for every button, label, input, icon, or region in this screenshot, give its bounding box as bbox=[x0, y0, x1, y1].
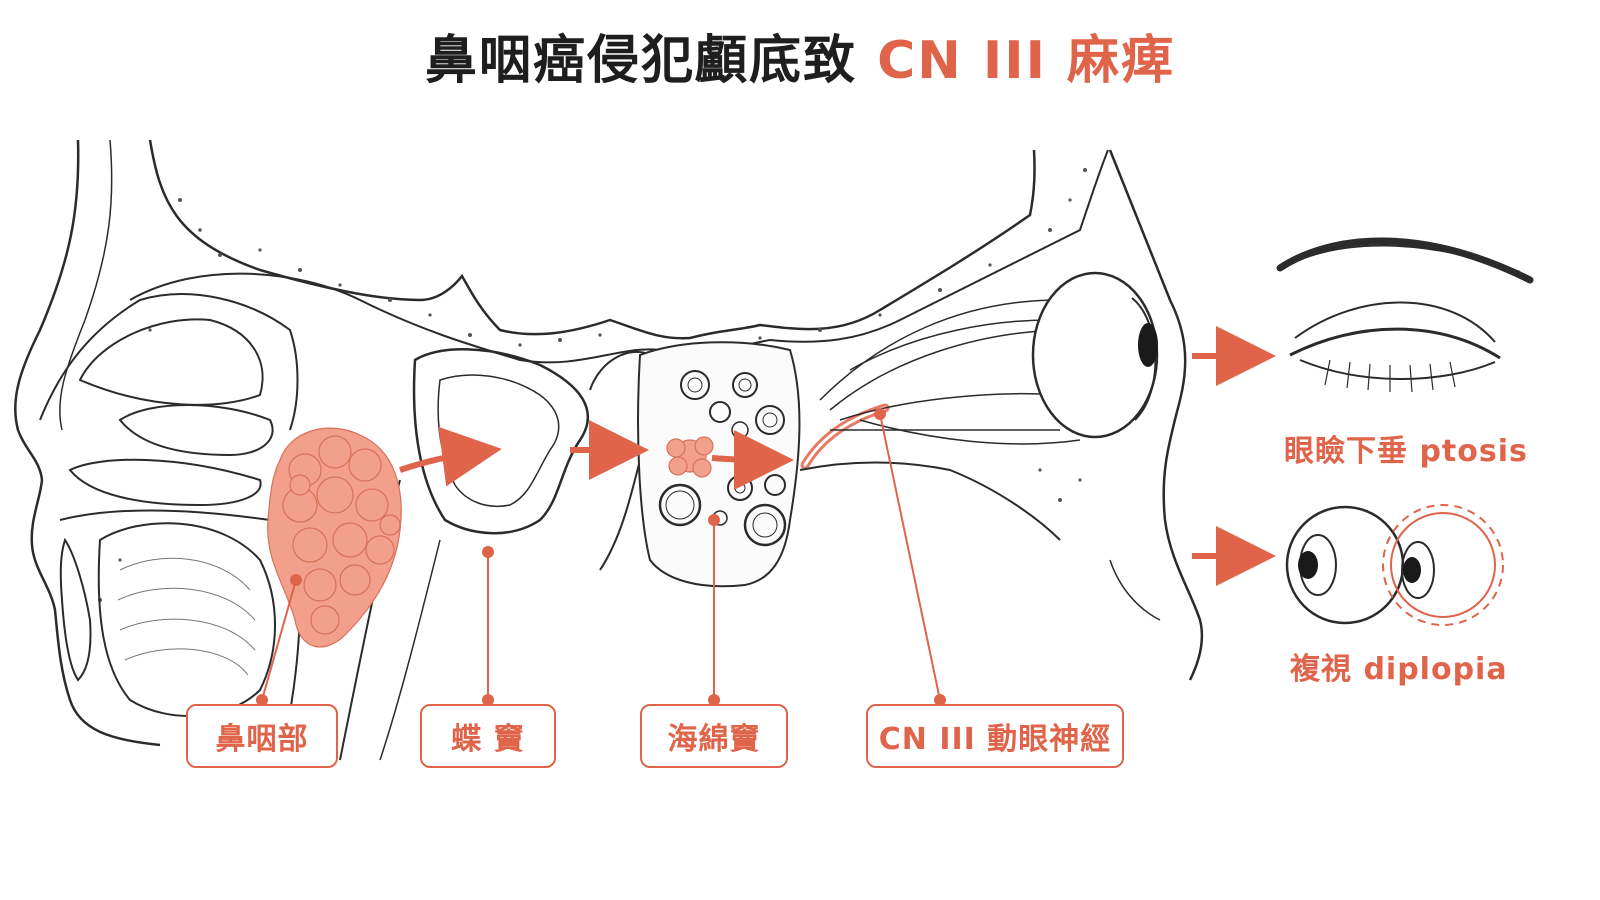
skull-base-contour bbox=[148, 139, 1036, 340]
orbit-floor bbox=[799, 461, 1061, 541]
cavernous-sinus-outline bbox=[637, 341, 801, 588]
cn3-nerve bbox=[800, 403, 890, 470]
face-right-contour bbox=[1108, 149, 1204, 681]
ptosis-eye-illustration bbox=[1276, 237, 1534, 393]
label-sphenoid-sinus: 蝶 竇 bbox=[420, 704, 556, 768]
sphenoid-sinus-outline bbox=[412, 348, 590, 535]
spread-arrow-to-sphenoid bbox=[399, 426, 502, 487]
cn3-nerve-core bbox=[803, 406, 887, 467]
small-tumor-in-cavernous bbox=[666, 436, 714, 478]
label-cavernous-sinus: 海綿竇 bbox=[640, 704, 788, 768]
turbinate-lower bbox=[68, 458, 262, 507]
turbinate-upper bbox=[78, 318, 264, 406]
symptom-diplopia: 複視 diplopia bbox=[1290, 652, 1508, 687]
face-profile-outline bbox=[14, 139, 161, 747]
pharynx-wall-back-2 bbox=[379, 539, 441, 761]
turbinate-middle bbox=[118, 404, 274, 457]
tongue-outline bbox=[97, 522, 276, 717]
sphenoid-sinus-inner bbox=[437, 374, 560, 507]
eyeball bbox=[1031, 271, 1159, 439]
skull-base-inner bbox=[129, 149, 1109, 364]
label-leader-lines bbox=[256, 408, 946, 706]
cheek-inner-line bbox=[1109, 559, 1161, 621]
title-accent: CN III 麻痺 bbox=[877, 31, 1176, 91]
title-main: 鼻咽癌侵犯顱底致 bbox=[424, 31, 857, 91]
inner-skin-line bbox=[59, 139, 113, 431]
bone-texture bbox=[98, 168, 1087, 602]
tongue-muscle-lines bbox=[117, 557, 256, 676]
nasal-cavity-outline bbox=[39, 293, 299, 431]
tumor-mass bbox=[267, 427, 402, 648]
symptom-ptosis: 眼瞼下垂 ptosis bbox=[1284, 434, 1528, 469]
page-title: 鼻咽癌侵犯顱底致 CN III 麻痺 bbox=[0, 18, 1600, 93]
label-nasopharynx: 鼻咽部 bbox=[186, 704, 338, 768]
label-cn3: CN III 動眼神經 bbox=[866, 704, 1124, 768]
spread-arrow-to-cn3 bbox=[711, 429, 794, 490]
palate bbox=[59, 509, 271, 521]
front-teeth bbox=[59, 537, 92, 682]
diplopia-eye-illustration bbox=[1285, 504, 1504, 626]
